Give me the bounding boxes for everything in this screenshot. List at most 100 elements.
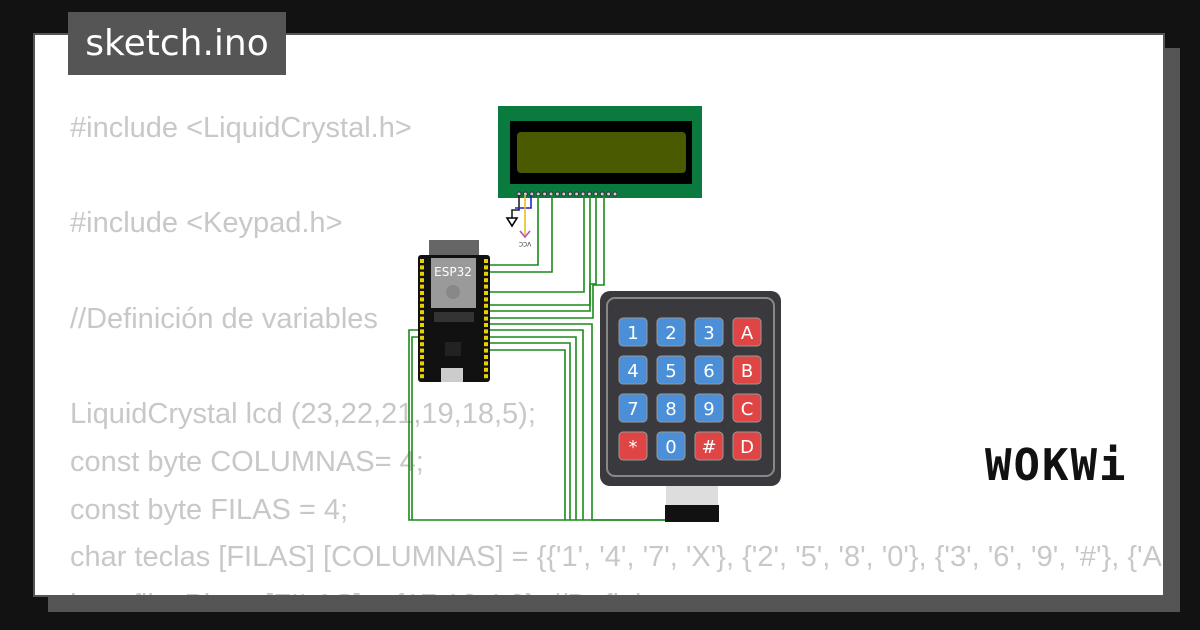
keypad-key bbox=[618, 431, 648, 461]
esp32-pin bbox=[420, 284, 424, 289]
esp32-pin bbox=[420, 271, 424, 276]
lcd-display bbox=[498, 106, 702, 198]
keypad-key bbox=[732, 355, 762, 385]
keypad-connector bbox=[665, 505, 719, 522]
vcc-label: VCC bbox=[519, 240, 531, 247]
esp32-pin bbox=[420, 355, 424, 359]
esp32-pin bbox=[484, 374, 488, 379]
esp32-pin bbox=[420, 367, 424, 372]
keypad-key-label: * bbox=[629, 437, 638, 458]
code-line: const byte COLUMNAS= 4; bbox=[70, 445, 424, 478]
code-line: const byte FILAS = 4; bbox=[70, 493, 349, 526]
keypad-key bbox=[656, 431, 686, 461]
esp32-pin bbox=[420, 316, 424, 321]
wires bbox=[408, 195, 665, 521]
keypad-key bbox=[694, 317, 724, 347]
esp32-pin bbox=[484, 316, 488, 321]
esp32-pin bbox=[484, 329, 488, 334]
esp32-pin bbox=[484, 278, 488, 283]
keypad-key-label: D bbox=[740, 437, 754, 458]
esp32-pin bbox=[420, 265, 424, 270]
esp32-pin bbox=[484, 335, 488, 340]
file-title: sketch.ino bbox=[68, 12, 286, 75]
keypad-key bbox=[618, 355, 648, 385]
esp32-board: ESP32 bbox=[418, 240, 490, 382]
usb-port bbox=[441, 368, 463, 382]
keypad-key-label: 9 bbox=[703, 399, 714, 420]
esp32-pin bbox=[484, 367, 488, 372]
keypad-key bbox=[618, 393, 648, 423]
esp32-pin bbox=[420, 291, 424, 295]
esp32-pin bbox=[484, 355, 488, 359]
esp32-pin bbox=[484, 259, 488, 263]
code-line: char teclas [FILAS] [COLUMNAS] = {{'1', … bbox=[70, 541, 1163, 574]
lcd-pin bbox=[542, 191, 548, 197]
lcd-pin bbox=[561, 191, 567, 197]
esp32-pin bbox=[420, 335, 424, 340]
keypad-key bbox=[618, 317, 648, 347]
esp32-pin bbox=[484, 271, 488, 276]
keypad-key bbox=[732, 393, 762, 423]
lcd-pin bbox=[567, 191, 573, 197]
lcd-pin bbox=[574, 191, 580, 197]
esp32-pin bbox=[484, 297, 488, 302]
esp32-pin bbox=[420, 342, 424, 347]
keypad-key-label: 1 bbox=[627, 323, 638, 344]
esp32-pin bbox=[420, 310, 424, 315]
esp32-pin bbox=[484, 303, 488, 308]
keypad-key-label: 5 bbox=[665, 361, 676, 382]
keypad-key-label: 8 bbox=[665, 399, 676, 420]
wifi-logo-icon bbox=[446, 285, 460, 299]
code-preview: #include <LiquidCrystal.h> #include <Key… bbox=[70, 105, 1163, 595]
keypad: 1 2 3 A 4 5 6 B 7 8 9 C * 0 # D bbox=[600, 291, 781, 522]
esp32-pin bbox=[420, 259, 424, 263]
keypad-key bbox=[694, 355, 724, 385]
keypad-key-label: A bbox=[741, 323, 754, 344]
keypad-key bbox=[694, 431, 724, 461]
keypad-key-label: 4 bbox=[627, 361, 638, 382]
esp32-pin bbox=[484, 291, 488, 295]
code-line: #include <Keypad.h> bbox=[70, 207, 343, 240]
keypad-key-label: 0 bbox=[665, 437, 676, 458]
esp32-label: ESP32 bbox=[434, 265, 472, 279]
keypad-key-label: C bbox=[741, 399, 754, 420]
keypad-key-label: 6 bbox=[703, 361, 714, 382]
esp32-pin bbox=[420, 278, 424, 283]
code-line: LiquidCrystal lcd (23,22,21,19,18,5); bbox=[70, 398, 536, 431]
esp32-pin bbox=[484, 310, 488, 315]
esp32-pin bbox=[420, 323, 424, 327]
keypad-key-label: B bbox=[741, 361, 753, 382]
lcd-pin bbox=[606, 191, 612, 197]
esp32-pin bbox=[420, 303, 424, 308]
esp32-pin bbox=[484, 323, 488, 327]
esp32-pin bbox=[420, 297, 424, 302]
keypad-key-label: # bbox=[701, 437, 716, 458]
esp32-pin bbox=[420, 374, 424, 379]
keypad-key-label: 7 bbox=[627, 399, 638, 420]
power-wires: VCC bbox=[505, 195, 532, 247]
code-line: //Definición de variables bbox=[70, 302, 378, 335]
code-line: #include <LiquidCrystal.h> bbox=[70, 112, 412, 144]
keypad-key bbox=[656, 317, 686, 347]
keypad-key bbox=[694, 393, 724, 423]
esp32-pin bbox=[484, 361, 488, 366]
keypad-key-label: 2 bbox=[665, 323, 676, 344]
esp32-pin bbox=[420, 361, 424, 366]
esp32-pin bbox=[484, 284, 488, 289]
esp32-pin bbox=[420, 329, 424, 334]
esp32-pin bbox=[484, 265, 488, 270]
lcd-pin bbox=[612, 191, 618, 197]
esp32-pin bbox=[484, 348, 488, 353]
keypad-key bbox=[732, 431, 762, 461]
keypad-key-label: 3 bbox=[703, 323, 714, 344]
wokwi-logo: WOKWi bbox=[985, 440, 1128, 491]
keypad-key bbox=[732, 317, 762, 347]
ground-icon bbox=[505, 217, 519, 228]
keypad-key bbox=[656, 355, 686, 385]
lcd-pin bbox=[554, 191, 560, 197]
esp32-pin bbox=[484, 342, 488, 347]
keypad-key bbox=[656, 393, 686, 423]
esp32-pin bbox=[420, 348, 424, 353]
code-line: byte filasPines [FILAS] = {17,16,4,0}; /… bbox=[70, 582, 1163, 595]
